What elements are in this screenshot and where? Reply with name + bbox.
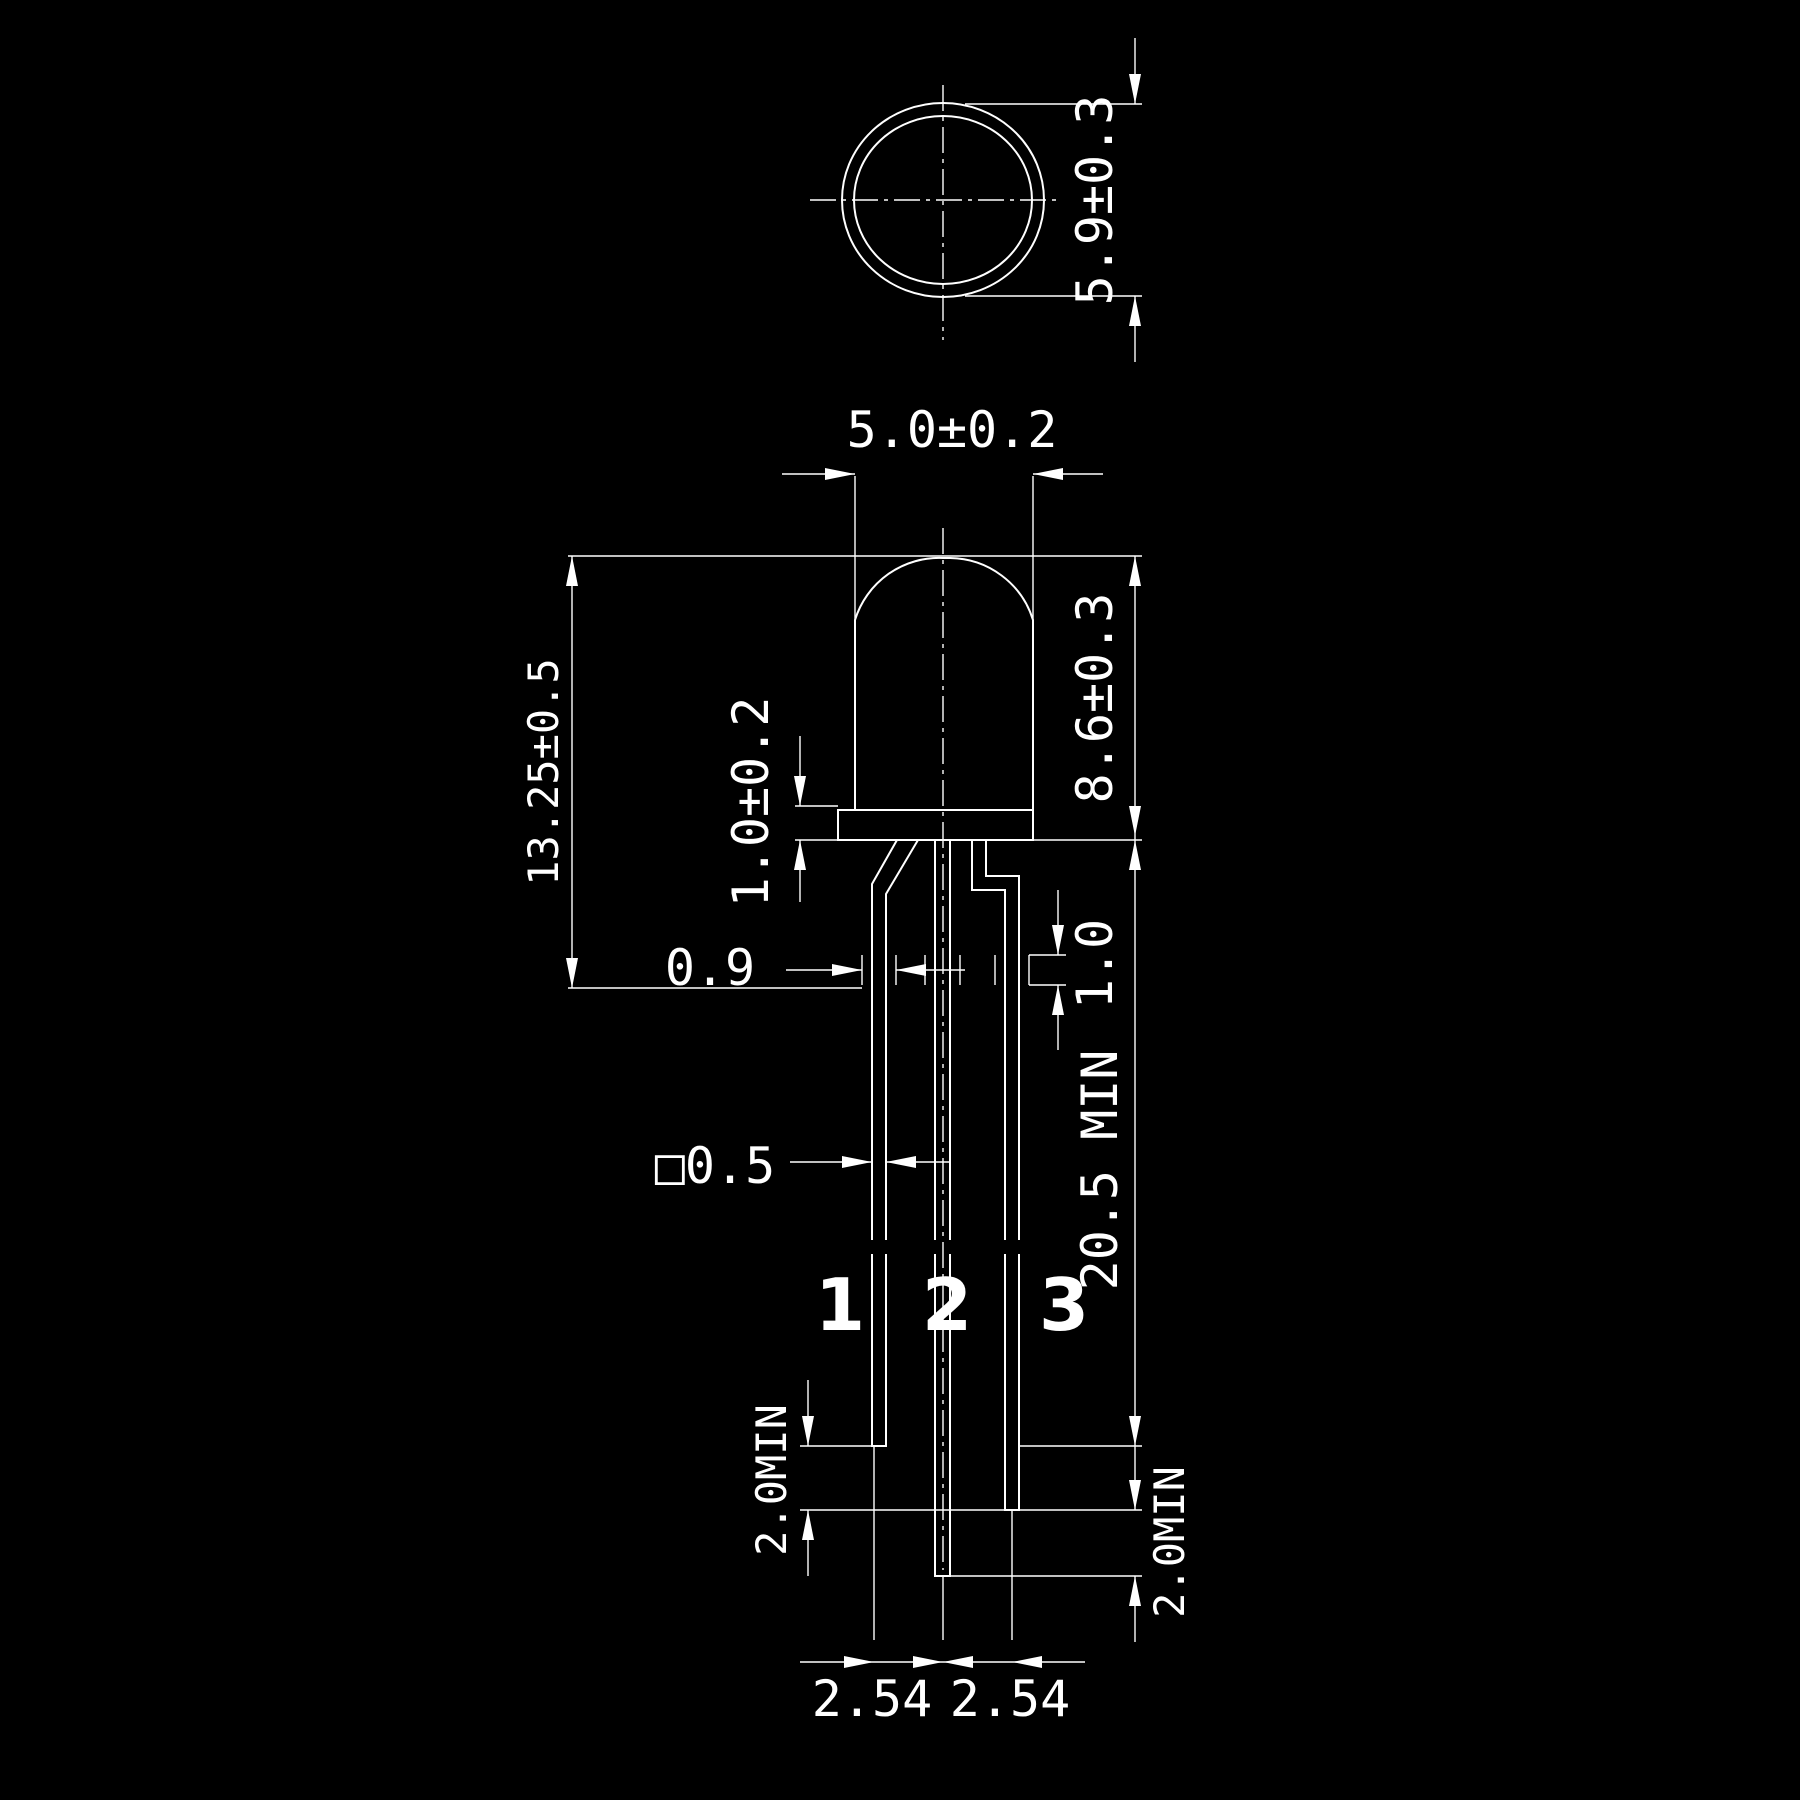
arrow-square-right (842, 1156, 872, 1168)
pin-label-2: 2 (922, 1263, 972, 1347)
arrow-square-left (886, 1156, 916, 1168)
flange-dimension: 1.0±0.2 (722, 697, 838, 908)
body-height-dimension: 8.6±0.3 (1033, 556, 1142, 841)
arrow-pitch3-left (1012, 1656, 1042, 1668)
lead-3-upper (971, 840, 1020, 1240)
lead-length-dimension: 20.5 MIN (1071, 840, 1141, 1446)
arrow-offsetright-up (1129, 1576, 1141, 1606)
dim-kink-width: 0.9 (665, 939, 755, 997)
arrow-offsetleft-down (802, 1416, 814, 1446)
arrow-flange-up (794, 840, 806, 870)
arrow-pitch2-left (943, 1656, 973, 1668)
dim-flange-thickness: 1.0±0.2 (722, 697, 780, 908)
arrow-kinkwidth-left (896, 964, 926, 976)
arrow-bodyheight-down (1129, 806, 1141, 836)
arrow-bodyheight-up (1129, 556, 1141, 586)
arrow-offsetleft-up (802, 1510, 814, 1540)
arrow-leadlength-down (1129, 1416, 1141, 1446)
lead-1-lower (871, 1254, 887, 1447)
dim-pitch-right: 2.54 (950, 1670, 1070, 1728)
arrow-body-right (825, 468, 855, 480)
arrow-pitch2-right (913, 1656, 943, 1668)
arrow-kink-up (1052, 985, 1064, 1015)
lead-3-lower (1004, 1254, 1020, 1511)
arrow-leadlength-up (1129, 840, 1141, 870)
arrow-topview-down (1129, 74, 1141, 104)
lead-1-kink (861, 955, 897, 985)
led-dome (854, 556, 1034, 810)
arrow-topview-up (1129, 296, 1141, 326)
dim-lead-square: □0.5 (655, 1137, 775, 1195)
pin-labels: 1 2 3 (815, 1263, 1089, 1347)
dim-overall-height: 13.25±0.5 (519, 658, 568, 886)
arrow-pitch1-right (844, 1656, 874, 1668)
dim-pitch-left: 2.54 (812, 1670, 932, 1728)
dim-top-view-height: 5.9±0.3 (1066, 95, 1124, 306)
arrow-body-left (1033, 468, 1063, 480)
lead-2-upper (934, 840, 951, 1240)
dim-body-height: 8.6±0.3 (1066, 593, 1124, 804)
lead-3-kink (994, 955, 1030, 985)
lead-offset-right-dimension: 2.0MIN (950, 1445, 1194, 1642)
dim-lead-length: 20.5 MIN (1071, 1050, 1129, 1291)
kink-width-dimension: 0.9 (665, 939, 965, 997)
dim-lead-offset-left: 2.0MIN (747, 1404, 796, 1556)
lead-square-dimension: □0.5 (655, 1137, 950, 1195)
pin-label-3: 3 (1039, 1263, 1089, 1347)
arrow-offsetright-down (1129, 1480, 1141, 1510)
kink-length-dimension: 1.0 (1029, 890, 1124, 1050)
dim-kink-length: 1.0 (1066, 919, 1124, 1009)
dim-lead-offset-right: 2.0MIN (1145, 1466, 1194, 1618)
top-view: 5.9±0.3 (810, 38, 1142, 362)
arrow-kinkwidth-right (832, 964, 862, 976)
lead-offset-left-dimension: 2.0MIN (747, 1380, 1005, 1576)
arrow-flange-down (794, 776, 806, 806)
led-flange (837, 809, 1034, 841)
arrow-overall-up (566, 556, 578, 586)
arrow-kink-down (1052, 925, 1064, 955)
pitch-dimension: 2.54 2.54 (800, 1446, 1085, 1728)
dim-body-width: 5.0±0.2 (847, 401, 1058, 459)
overall-height-dimension: 13.25±0.5 (519, 555, 1142, 989)
pin-label-1: 1 (815, 1263, 865, 1347)
arrow-overall-down (566, 958, 578, 988)
lead-1-upper (871, 839, 919, 1240)
leads (861, 839, 1030, 1577)
